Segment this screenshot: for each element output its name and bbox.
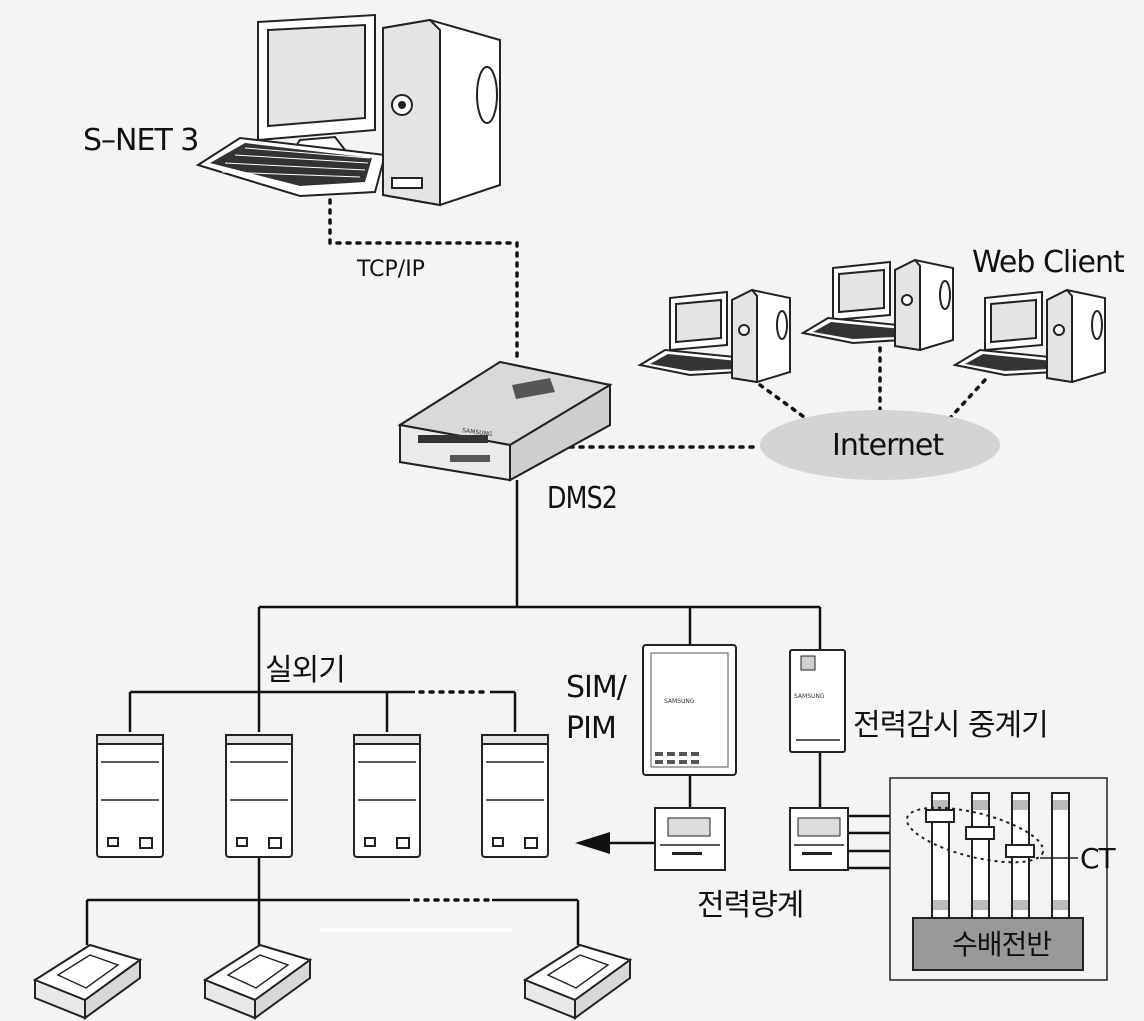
power-meter-icon — [654, 807, 726, 871]
power-relay-brand: SAMSUNG — [794, 693, 825, 700]
ct-group-outline — [905, 806, 1045, 864]
sim-pim-brand: SAMSUNG — [664, 698, 695, 705]
web-client-computer-icon — [952, 288, 1106, 384]
internet-label: Internet — [832, 428, 944, 463]
snet-label: S–NET 3 — [83, 123, 198, 158]
web-client-link-1 — [758, 383, 817, 427]
web-client-link-3 — [948, 378, 987, 420]
web-client-computer-icon — [800, 258, 954, 352]
dms-label: DMS2 — [547, 481, 617, 516]
ct-label: CT — [1080, 842, 1117, 875]
power-relay-label: 전력감시 중계기 — [853, 708, 1048, 743]
dms-brand: SAMSUNG — [462, 427, 494, 438]
power-meter-icon — [789, 807, 849, 871]
power-meter-label: 전력량계 — [697, 888, 803, 923]
snet-computer-icon — [195, 13, 501, 207]
sim-pim-device-icon: SAMSUNG — [642, 644, 737, 776]
outdoor-unit-icon — [353, 734, 421, 858]
tcpip-link — [328, 198, 519, 364]
ct-sensor — [925, 809, 955, 823]
web-client-computer-icon — [637, 288, 791, 384]
web-client-label: Web Client — [972, 245, 1125, 280]
ct-sensor — [965, 826, 995, 840]
ct-sensor — [1005, 844, 1035, 858]
indoor-unit-icon — [202, 943, 313, 1020]
indoor-unit-icon — [32, 943, 143, 1020]
outdoor-unit-icon — [481, 734, 549, 858]
internet-cloud — [760, 410, 1000, 480]
sim-pim-label-line1: SIM/ — [566, 670, 628, 705]
sim-pim-label-line2: PIM — [566, 711, 616, 746]
dms-device-icon: SAMSUNG — [397, 360, 613, 482]
distribution-panel-label: 수배전반 — [952, 928, 1051, 961]
tcpip-label: TCP/IP — [356, 257, 425, 282]
outdoor-unit-icon — [225, 734, 293, 858]
outdoor-unit-icon — [96, 734, 164, 858]
indoor-unit-icon — [522, 943, 633, 1020]
power-relay-device-icon: SAMSUNG — [789, 649, 846, 753]
outdoor-label: 실외기 — [265, 653, 345, 688]
arrow-left-icon — [575, 832, 610, 854]
